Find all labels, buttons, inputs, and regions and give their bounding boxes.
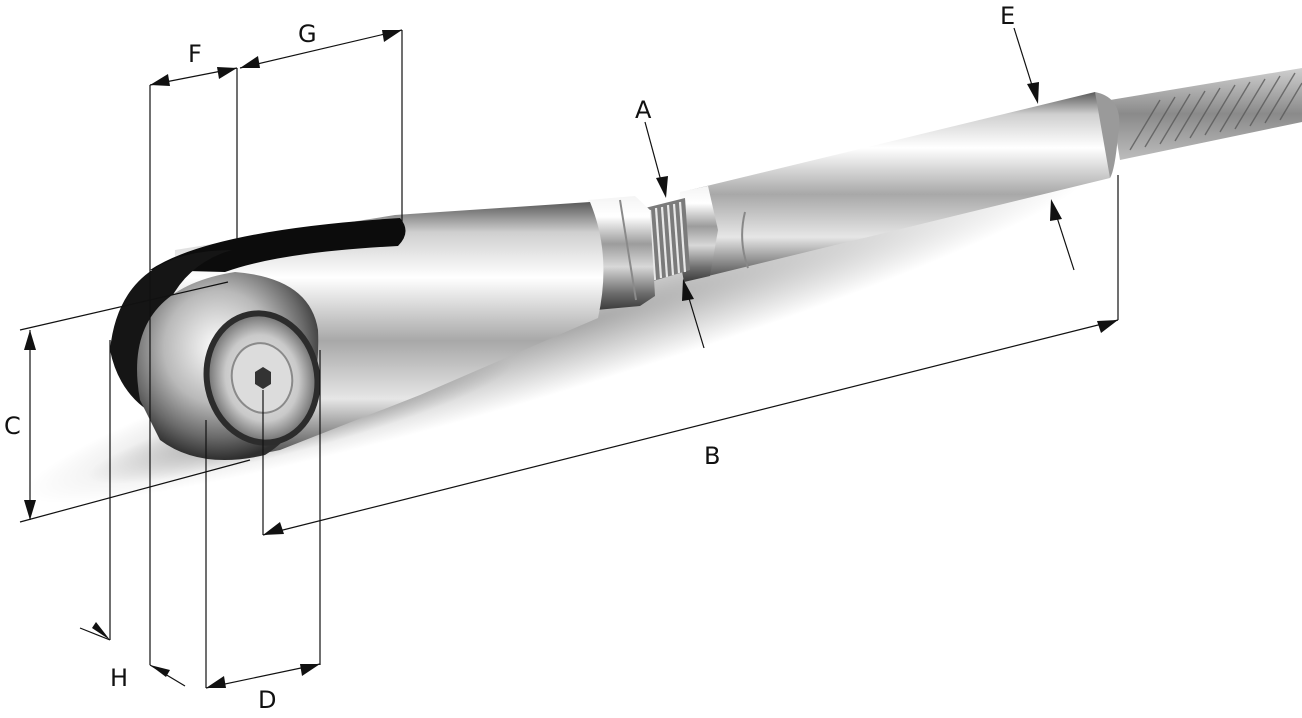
wire-rope-cable <box>1110 68 1302 160</box>
label-g: G <box>298 20 317 48</box>
threaded-rod <box>645 198 690 282</box>
label-b: B <box>704 442 720 470</box>
label-h: H <box>110 664 128 692</box>
thread-lines <box>648 201 687 281</box>
hex-socket-icon <box>255 367 271 389</box>
dimension-lines <box>19 27 1119 689</box>
label-a: A <box>635 96 652 124</box>
label-c: C <box>4 412 21 440</box>
label-d: D <box>258 686 276 713</box>
lock-nut-left <box>588 196 655 310</box>
dimension-labels: G F E A C B H D <box>4 2 1015 714</box>
cable-strands <box>1129 72 1302 151</box>
swage-sleeve <box>690 92 1120 278</box>
fork-eye-head <box>137 272 321 460</box>
label-e: E <box>1000 2 1015 30</box>
label-f: F <box>188 40 202 68</box>
